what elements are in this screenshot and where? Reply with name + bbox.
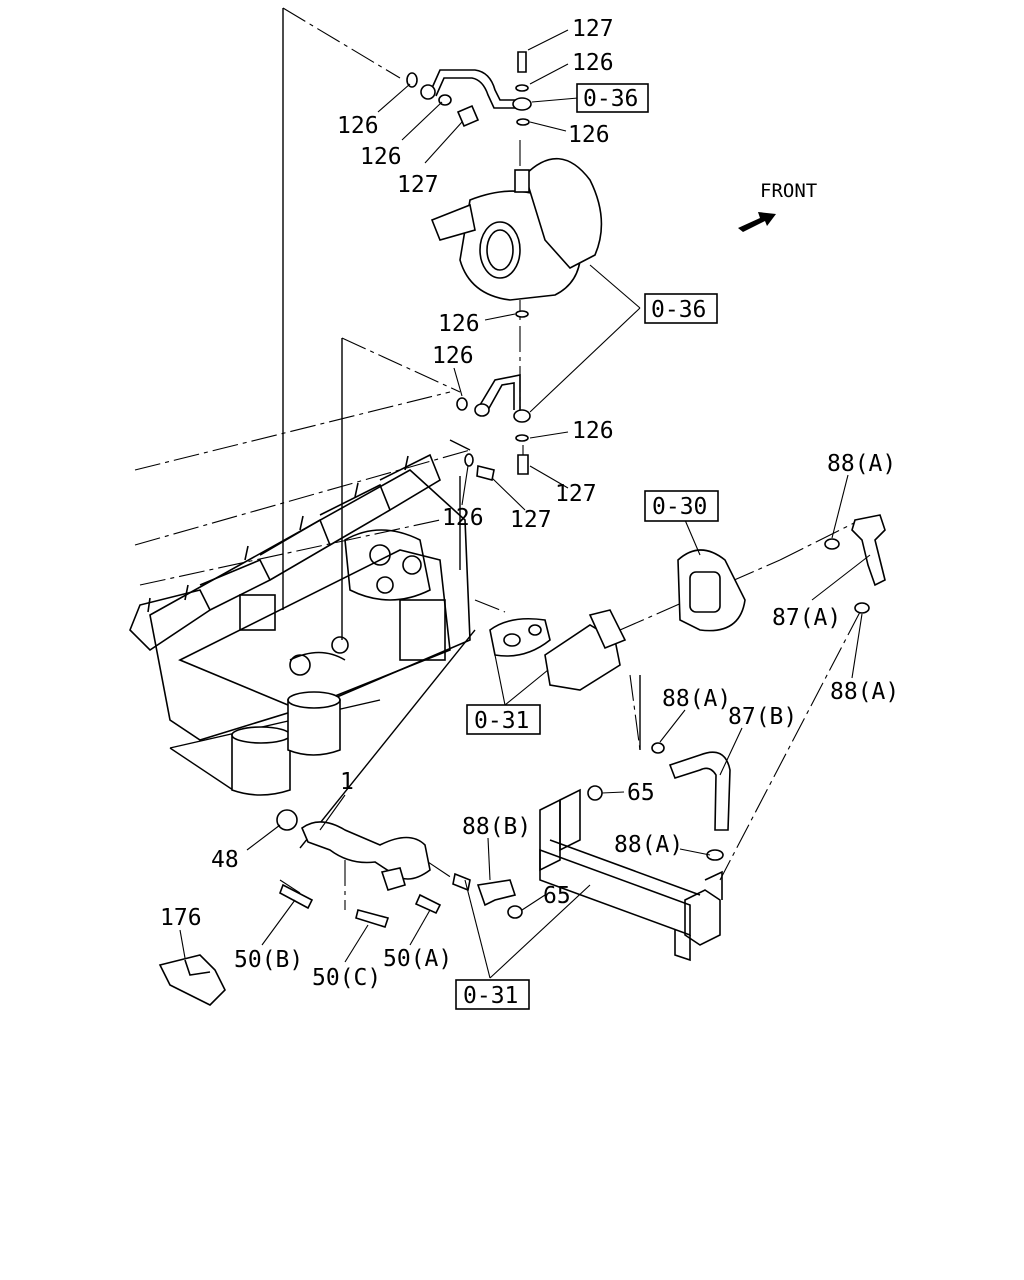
- oil-feed-pipe: [406, 51, 532, 128]
- front-label: FRONT: [760, 180, 817, 202]
- water-pipe: [276, 809, 523, 928]
- callout-126: 126: [438, 311, 480, 337]
- part-callouts: 127 126 126 126 126 127 126 126 126 127 …: [160, 16, 899, 991]
- callout-88b: 88(B): [462, 814, 531, 840]
- callout-126: 126: [360, 144, 402, 170]
- callout-126: 126: [432, 343, 474, 369]
- oil-return-pipe: [456, 310, 531, 481]
- front-arrow-icon: [738, 212, 776, 232]
- egr-cooler: [539, 785, 723, 962]
- ref-label: 0-36: [651, 297, 706, 323]
- callout-65: 65: [627, 780, 655, 806]
- callout-176: 176: [160, 905, 202, 931]
- callout-88a: 88(A): [830, 679, 899, 705]
- ref-box-031-bot: 0-31: [455, 979, 530, 1010]
- callout-87b: 87(B): [728, 704, 797, 730]
- ref-box-031-mid: 0-31: [466, 704, 541, 735]
- callout-50a: 50(A): [383, 946, 452, 972]
- callout-65: 65: [543, 883, 571, 909]
- leader-lines: [179, 29, 871, 979]
- egr-components: [489, 549, 746, 691]
- callout-50b: 50(B): [234, 947, 303, 973]
- coolant-hoses: [651, 514, 886, 861]
- callout-88a: 88(A): [827, 451, 896, 477]
- callout-127: 127: [555, 481, 597, 507]
- ref-label: 0-36: [583, 86, 638, 112]
- callout-50c: 50(C): [312, 965, 381, 991]
- callout-1: 1: [340, 769, 354, 795]
- ref-label: 0-31: [474, 708, 529, 734]
- callout-126: 126: [568, 122, 610, 148]
- ref-box-030: 0-30: [644, 490, 719, 522]
- callout-127: 127: [510, 507, 552, 533]
- callout-87a: 87(A): [772, 605, 841, 631]
- callout-127: 127: [397, 172, 439, 198]
- turbocharger: [430, 157, 603, 301]
- ref-box-036-mid: 0-36: [644, 293, 718, 324]
- callout-126: 126: [442, 505, 484, 531]
- engine-block: [129, 453, 471, 796]
- ref-label: 0-31: [463, 983, 518, 1009]
- callout-126: 126: [337, 113, 379, 139]
- front-indicator: FRONT: [738, 180, 817, 232]
- callout-48: 48: [211, 847, 239, 873]
- part-176: [158, 954, 226, 1006]
- callout-88a: 88(A): [662, 686, 731, 712]
- callout-126: 126: [572, 50, 614, 76]
- callout-126: 126: [572, 418, 614, 444]
- ref-box-036-top: 0-36: [576, 83, 649, 113]
- ref-label: 0-30: [652, 494, 707, 520]
- callout-127: 127: [572, 16, 614, 42]
- callout-88a: 88(A): [614, 832, 683, 858]
